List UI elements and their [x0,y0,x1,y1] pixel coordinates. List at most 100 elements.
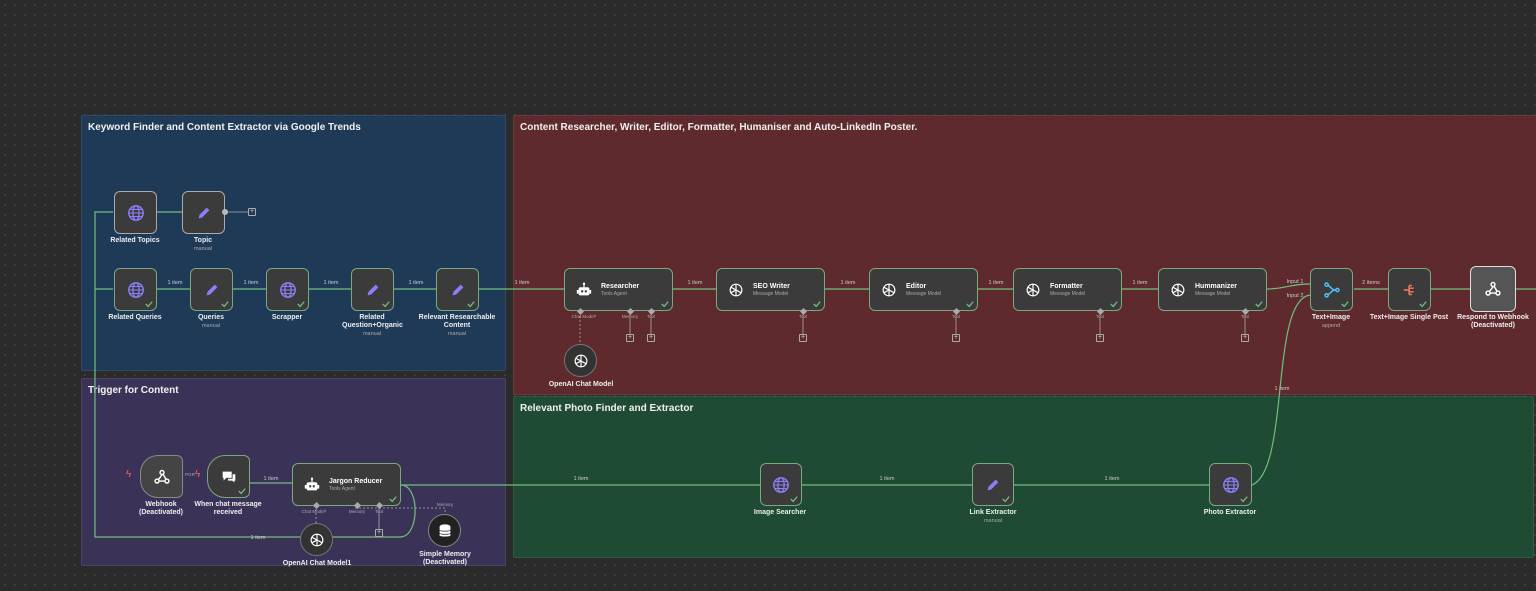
port-label-tool: Tool [646,314,656,319]
edge-label: 1 item [250,535,266,541]
node-scrapper[interactable] [266,268,309,311]
check-icon [1240,496,1248,503]
trigger-bolt-icon: ϟ [195,469,201,480]
add-node-button[interactable]: + [248,208,256,216]
globe-icon [773,476,789,493]
check-icon [145,301,153,308]
check-icon [467,301,475,308]
edge-label: 1 item [167,280,183,286]
add-tool-button[interactable]: + [1241,334,1249,342]
edge-label: 1 item [514,280,530,286]
database-icon [438,523,451,537]
add-memory-button[interactable]: + [626,334,634,342]
port-label-tool: Tool [798,314,808,319]
label-related-topics: Related Topics [110,237,160,244]
edge-label: 1 item [988,280,1004,286]
node-openai-chat-model[interactable] [564,344,597,377]
node-webhook[interactable] [140,455,183,498]
webhook-icon [153,469,170,484]
openai-icon [310,533,323,546]
node-related-question[interactable] [351,268,394,311]
node-chat-trigger[interactable] [207,455,250,498]
robot-icon [576,282,592,295]
add-tool-button[interactable]: + [1096,334,1104,342]
group-researcher[interactable]: Content Researcher, Writer, Editor, Form… [513,115,1536,395]
edge-label: 2 items [1362,280,1380,286]
node-text-image-single-post[interactable] [1388,268,1431,311]
edge-label: 1 item [243,280,259,286]
merge-icon [1323,281,1340,298]
label-single-post: Text+Image Single Post [1369,314,1449,321]
label-chat-trigger: When chat message received [194,501,262,516]
node-related-topics[interactable] [114,191,157,234]
node-image-searcher[interactable] [760,463,802,506]
check-icon [1002,496,1010,503]
check-icon [382,301,390,308]
group-photo-finder[interactable]: Relevant Photo Finder and Extractor [513,396,1534,558]
group-title: Keyword Finder and Content Extractor via… [88,122,361,133]
add-tool-button[interactable]: + [799,334,807,342]
node-queries[interactable] [190,268,233,311]
label-openai-chat-model1: OpenAI Chat Model1 [282,560,352,567]
check-icon [661,301,669,308]
label-webhook: Webhook (Deactivated) [139,501,183,516]
label-photo-extractor: Photo Extractor [1203,509,1257,516]
edge-label: 1 item [263,476,279,482]
pencil-icon [452,284,463,295]
check-icon [966,301,974,308]
openai-icon [1171,283,1185,296]
edge-label: 1 item [408,280,424,286]
group-title: Trigger for Content [88,385,179,396]
edge-label: 1 item [573,476,589,482]
node-relevant-content[interactable] [436,268,479,311]
node-respond-webhook[interactable] [1470,266,1516,312]
group-title: Content Researcher, Writer, Editor, Form… [520,122,918,133]
globe-icon [127,204,144,221]
node-link-extractor[interactable] [972,463,1014,506]
port-label-memory: Memory [621,314,639,319]
add-tool-button[interactable]: + [647,334,655,342]
pencil-icon [367,284,378,295]
edge-label: 1 item [879,476,895,482]
node-text-image[interactable] [1310,268,1353,311]
check-icon [221,301,229,308]
input-label: Input 1 [1286,279,1304,285]
port-label-chat-model: Chat Model* [571,314,597,319]
add-tool-button[interactable]: + [952,334,960,342]
openai-icon [729,283,743,296]
pencil-icon [198,207,209,218]
node-topic[interactable] [182,191,225,234]
add-tool-button[interactable]: + [375,529,383,537]
label-related-queries: Related Queries [108,314,162,321]
port-label-tool: Tool [374,509,384,514]
port-label-memory: Memory [436,502,454,507]
node-related-queries[interactable] [114,268,157,311]
openai-icon [574,354,587,367]
label-image-searcher: Image Searcher [753,509,807,516]
port-label-chat-model: Chat Model* [301,509,327,514]
port-label-tool: Tool [951,314,961,319]
node-openai-chat-model1[interactable] [300,523,333,556]
webhook-icon [1485,281,1501,296]
edge-label: 1 item [323,280,339,286]
openai-icon [882,283,896,296]
node-simple-memory[interactable] [428,514,461,547]
node-photo-extractor[interactable] [1209,463,1252,506]
pencil-icon [987,479,999,490]
input-label: Input 2 [1286,293,1304,299]
port-label-tool: Tool [1240,314,1250,319]
edge-label: 1 item [840,280,856,286]
output-port[interactable] [222,209,228,215]
label-openai-chat-model: OpenAI Chat Model [548,381,614,388]
